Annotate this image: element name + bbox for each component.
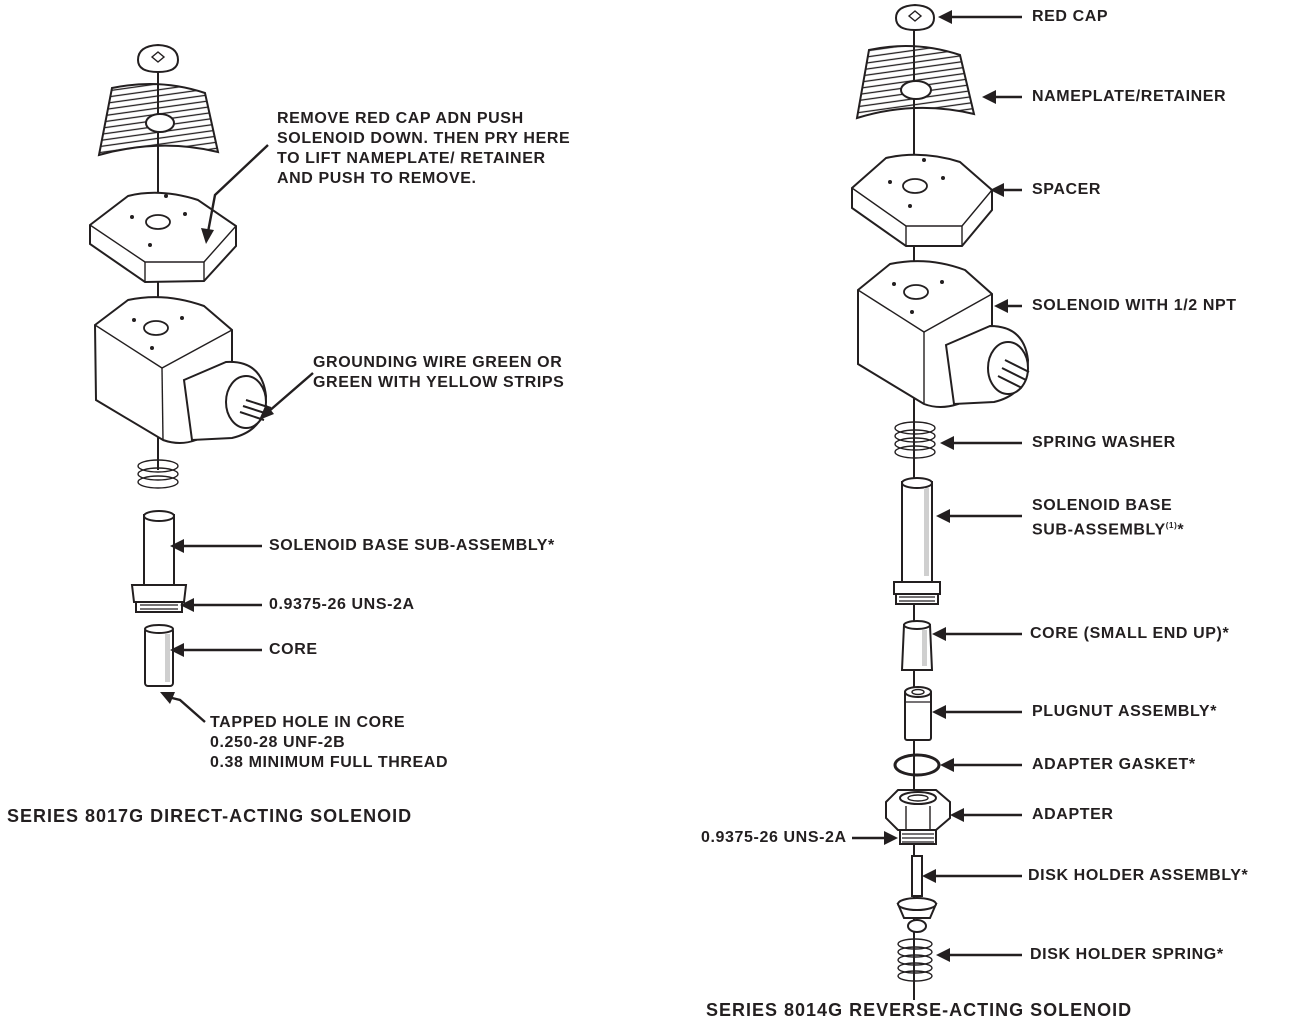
left-spacer: [89, 191, 237, 284]
left-core: [144, 624, 174, 687]
right-label-thread: 0.9375-26 UNS-2A: [701, 829, 847, 846]
right-core: [900, 620, 934, 671]
left-note-remove-pointer: [206, 144, 269, 233]
left-note-remove-line-2: SOLENOID DOWN. THEN PRY HERE: [277, 130, 571, 147]
right-assembly: [851, 3, 1030, 1000]
right-adapter-gasket: [893, 753, 941, 777]
left-note-remove-line-1: REMOVE RED CAP ADN PUSH: [277, 110, 524, 127]
right-label-core: CORE (SMALL END UP)*: [1030, 625, 1230, 642]
right-spring-washer: [894, 421, 936, 459]
left-note-tapped-line-1: TAPPED HOLE IN CORE: [210, 714, 406, 731]
right-label-base-line-2-text: SUB-ASSEMBLY: [1032, 521, 1166, 539]
right-label-base: SOLENOID BASE SUB-ASSEMBLY(1)*: [1032, 496, 1184, 540]
right-label-adapter: ADAPTER: [1032, 806, 1114, 823]
right-label-disk-holder: DISK HOLDER ASSEMBLY*: [1028, 867, 1249, 884]
left-spring-washer: [137, 459, 179, 489]
right-label-base-line-2: SUB-ASSEMBLY(1)*: [1032, 516, 1184, 540]
left-note-tapped-line-2: 0.250-28 UNF-2B: [210, 734, 346, 751]
right-caption: SERIES 8014G REVERSE-ACTING SOLENOID: [706, 1000, 1133, 1020]
right-label-red-cap: RED CAP: [1032, 8, 1109, 25]
left-caption: SERIES 8017G DIRECT-ACTING SOLENOID: [7, 806, 413, 826]
left-red-cap: [136, 43, 180, 74]
right-label-solenoid: SOLENOID WITH 1/2 NPT: [1032, 297, 1237, 314]
right-adapter: [885, 789, 951, 845]
left-note-tapped: TAPPED HOLE IN CORE 0.250-28 UNF-2B 0.38…: [210, 713, 448, 773]
right-label-base-star: *: [1177, 521, 1185, 539]
left-note-ground-line-1: GROUNDING WIRE GREEN OR: [313, 354, 563, 371]
left-nameplate: [97, 83, 220, 157]
left-note-remove-line-3: TO LIFT NAMEPLATE/ RETAINER: [277, 150, 546, 167]
left-label-thread: 0.9375-26 UNS-2A: [269, 596, 415, 613]
right-solenoid-base: [893, 477, 941, 605]
right-solenoid-coil: [857, 260, 1030, 408]
left-note-remove-line-4: AND PUSH TO REMOVE.: [277, 170, 477, 187]
left-assembly: [89, 43, 314, 723]
right-label-spring-washer: SPRING WASHER: [1032, 434, 1176, 451]
left-note-tapped-line-3: 0.38 MINIMUM FULL THREAD: [210, 754, 449, 771]
right-disk-holder-spring: [897, 938, 933, 982]
right-spacer: [851, 153, 993, 247]
left-label-base: SOLENOID BASE SUB-ASSEMBLY*: [269, 537, 555, 554]
left-solenoid-base: [130, 510, 188, 613]
left-label-core: CORE: [269, 641, 318, 658]
left-note-remove: REMOVE RED CAP ADN PUSH SOLENOID DOWN. T…: [277, 109, 570, 189]
right-label-base-line-1: SOLENOID BASE: [1032, 497, 1173, 514]
right-label-disk-spring: DISK HOLDER SPRING*: [1030, 946, 1224, 963]
right-label-plugnut: PLUGNUT ASSEMBLY*: [1032, 703, 1218, 720]
right-label-spacer: SPACER: [1032, 181, 1102, 198]
left-note-ground-line-2: GREEN WITH YELLOW STRIPS: [313, 374, 565, 391]
right-label-base-footnote: (1): [1165, 521, 1178, 530]
right-plugnut: [904, 686, 932, 741]
right-red-cap: [894, 3, 936, 32]
right-nameplate: [855, 45, 976, 120]
right-label-nameplate: NAMEPLATE/RETAINER: [1032, 88, 1227, 105]
left-solenoid-coil: [93, 296, 272, 444]
right-label-gasket: ADAPTER GASKET*: [1032, 756, 1196, 773]
left-note-ground: GROUNDING WIRE GREEN OR GREEN WITH YELLO…: [313, 353, 564, 393]
left-ground-pointer: [267, 372, 314, 413]
right-disk-holder: [896, 855, 938, 933]
